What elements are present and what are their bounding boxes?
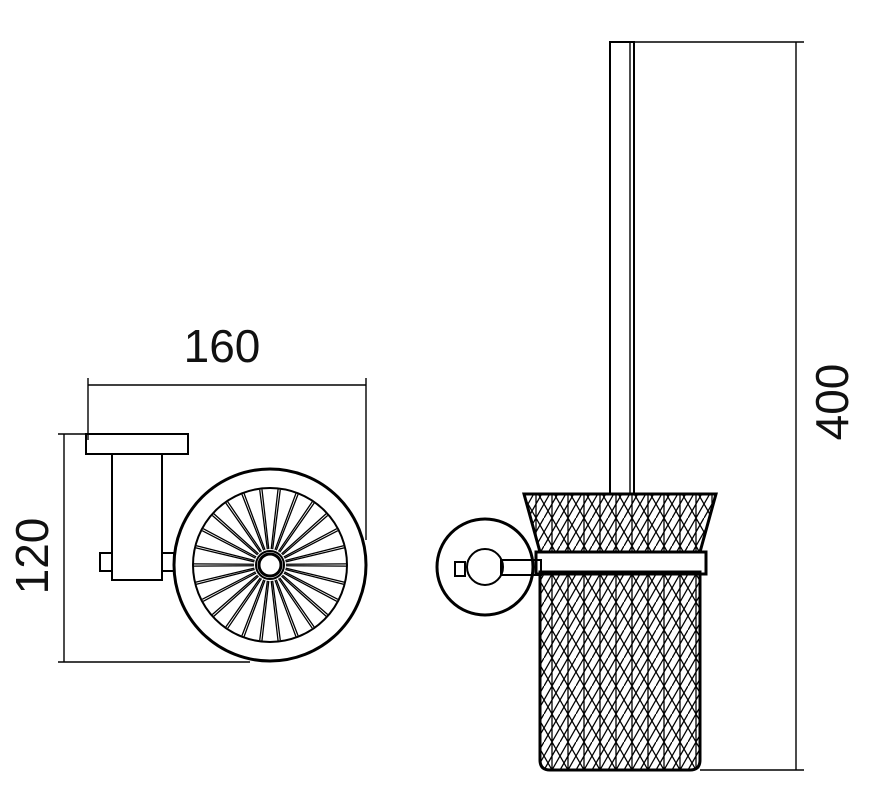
bristle-line	[270, 580, 281, 641]
bristle-line	[283, 571, 339, 602]
brush-bristles	[194, 489, 346, 641]
dimension-width: 160	[87, 320, 367, 540]
bristle-line	[241, 579, 266, 637]
holder-front-view	[435, 41, 718, 772]
bristle-line	[277, 577, 315, 629]
dimension-total-height: 400	[610, 41, 858, 771]
bristle-line	[225, 577, 263, 629]
bristle-line	[285, 545, 345, 563]
bristle-line	[194, 563, 255, 567]
bristle-line	[274, 579, 299, 637]
dimension-height: 120	[6, 433, 250, 663]
bristle-line	[274, 493, 299, 551]
dimension-height-label: 120	[6, 518, 58, 595]
holder-top-view	[85, 433, 368, 663]
bristle-line	[259, 489, 270, 550]
bristle-line	[281, 574, 329, 617]
bristle-line	[281, 513, 329, 556]
bristle-line	[285, 563, 346, 567]
bristle-line	[270, 489, 281, 550]
dimension-total-height-label: 400	[806, 364, 858, 441]
dimension-width-label: 160	[184, 320, 261, 372]
bristle-line	[283, 528, 339, 559]
bristle-line	[211, 574, 259, 617]
bristle-line	[195, 545, 255, 563]
bristle-line	[195, 567, 255, 585]
bristle-line	[285, 567, 345, 585]
bristle-line	[277, 501, 315, 553]
bristle-line	[211, 513, 259, 556]
bristle-line	[225, 501, 263, 553]
bristle-line	[201, 571, 257, 602]
bristle-line	[241, 493, 266, 551]
bristle-line	[201, 528, 257, 559]
bristle-line	[259, 580, 270, 641]
